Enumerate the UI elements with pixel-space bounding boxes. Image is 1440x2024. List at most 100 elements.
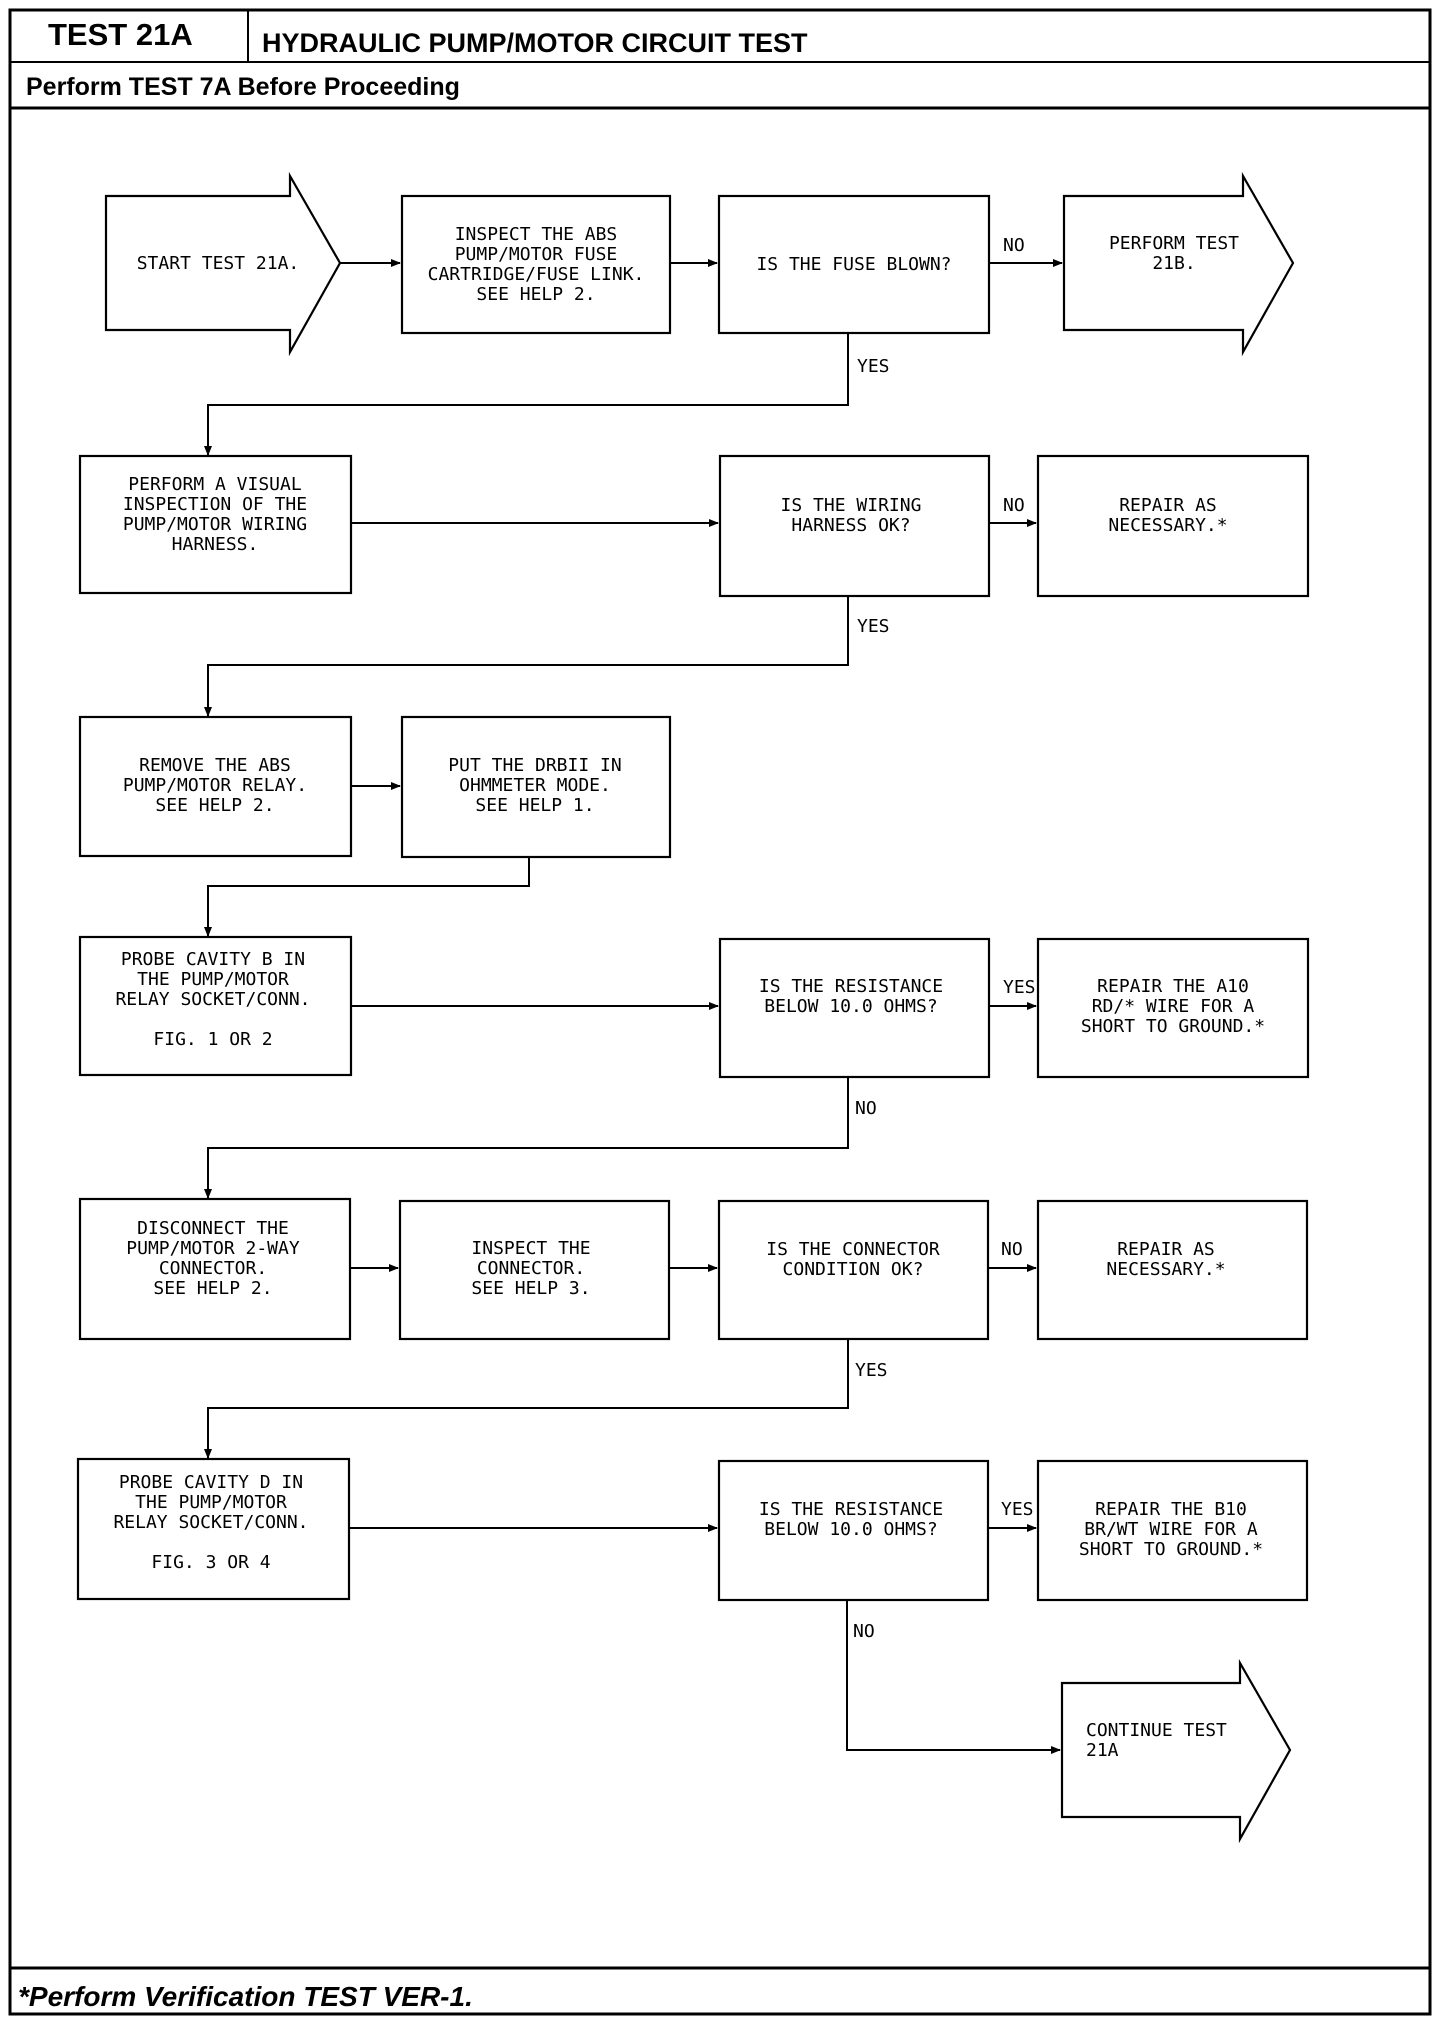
box-text-line: CONTINUE TEST <box>1086 1720 1227 1741</box>
box-text-line: SEE HELP 2. <box>153 1278 272 1299</box>
page-frame <box>8 8 1432 2016</box>
box-text-line: FIG. 3 OR 4 <box>151 1552 270 1573</box>
box-text-line: OHMMETER MODE. <box>459 775 611 796</box>
box-text-line: FIG. 1 OR 2 <box>153 1029 272 1050</box>
box-text-line: REPAIR THE B10 <box>1095 1499 1247 1520</box>
svg-text:IS THE FUSE BLOWN?: IS THE FUSE BLOWN? <box>756 254 951 275</box>
box-text-line: RELAY SOCKET/CONN. <box>115 989 310 1010</box>
box-text-line: PROBE CAVITY D IN <box>119 1472 303 1493</box>
decision-fuse-blown: IS THE FUSE BLOWN? <box>717 194 991 335</box>
box-text-line: SEE HELP 2. <box>476 284 595 305</box>
box-text-line: IS THE WIRING <box>781 495 922 516</box>
branch-label-yes: YES <box>1001 1499 1034 1520</box>
start-arrow: START TEST 21A. <box>104 171 342 357</box>
branch-label-no: NO <box>1003 235 1025 256</box>
box-text-line: INSPECTION OF THE <box>123 494 307 515</box>
box-text-line: REPAIR AS <box>1117 1239 1215 1260</box>
branch-label-yes: YES <box>857 616 890 637</box>
connectors <box>204 259 1063 1754</box>
box-text-line: SEE HELP 2. <box>155 795 274 816</box>
box-text-line: CARTRIDGE/FUSE LINK. <box>428 264 645 285</box>
test-id: TEST 21A <box>48 17 193 52</box>
svg-text:START TEST 21A.: START TEST 21A. <box>137 253 300 274</box>
branch-label-no: NO <box>1001 1239 1023 1260</box>
branch-label-yes: YES <box>855 1360 888 1381</box>
branch-label-no: NO <box>853 1621 875 1642</box>
box-text-line: BELOW 10.0 OHMS? <box>764 1519 937 1540</box>
box-text-line: CONDITION OK? <box>783 1259 924 1280</box>
box-text-line: RELAY SOCKET/CONN. <box>113 1512 308 1533</box>
box-text-line: PUMP/MOTOR WIRING <box>123 514 307 535</box>
box-text-line: CONNECTOR. <box>477 1258 585 1279</box>
box-text-line: INSPECT THE ABS <box>455 224 618 245</box>
box-text-line: SEE HELP 1. <box>475 795 594 816</box>
box-text-line: CONNECTOR. <box>159 1258 267 1279</box>
box-text-line: BELOW 10.0 OHMS? <box>764 996 937 1017</box>
box-text-line: REPAIR THE A10 <box>1097 976 1249 997</box>
box-text-line: PUMP/MOTOR RELAY. <box>123 775 307 796</box>
box-text-line: BR/WT WIRE FOR A <box>1084 1519 1258 1540</box>
box-text-line: PUT THE DRBII IN <box>448 755 621 776</box>
branch-label-yes: YES <box>1003 977 1036 998</box>
box-text-line: REMOVE THE ABS <box>139 755 291 776</box>
box-text-line: PERFORM A VISUAL <box>128 474 302 495</box>
box-text-line: IS THE FUSE BLOWN? <box>756 254 951 275</box>
box-text-line: 21B. <box>1152 253 1195 274</box>
box-text-line: DISCONNECT THE <box>137 1218 289 1239</box>
box-text-line: THE PUMP/MOTOR <box>135 1492 287 1513</box>
box-text-line: SEE HELP 3. <box>471 1278 590 1299</box>
box-text-line: SHORT TO GROUND.* <box>1079 1539 1263 1560</box>
box-text-line: NECESSARY.* <box>1108 515 1227 536</box>
box-text-line: 21A <box>1086 1740 1119 1761</box>
box-text-line: HARNESS OK? <box>791 515 910 536</box>
box-text-line: IS THE RESISTANCE <box>759 976 943 997</box>
branch-label-no: NO <box>855 1098 877 1119</box>
box-text-line: HARNESS. <box>172 534 259 555</box>
box-text-line: PROBE CAVITY B IN <box>121 949 305 970</box>
prerequisite-note: Perform TEST 7A Before Proceeding <box>26 73 460 101</box>
box-text-line: PUMP/MOTOR 2-WAY <box>126 1238 300 1259</box>
box-text-line: START TEST 21A. <box>137 253 300 274</box>
box-text-line: NECESSARY.* <box>1106 1259 1225 1280</box>
box-text-line: SHORT TO GROUND.* <box>1081 1016 1265 1037</box>
branch-label-no: NO <box>1003 495 1025 516</box>
branch-label-yes: YES <box>857 356 890 377</box>
box-text-line: IS THE CONNECTOR <box>766 1239 940 1260</box>
box-text-line: PERFORM TEST <box>1109 233 1239 254</box>
box-text-line: RD/* WIRE FOR A <box>1092 996 1255 1017</box>
box-text-line: IS THE RESISTANCE <box>759 1499 943 1520</box>
branch-labels: NO YES NO YES YES NO NO YES YES NO <box>853 235 1036 1642</box>
page-title: HYDRAULIC PUMP/MOTOR CIRCUIT TEST <box>262 28 808 58</box>
